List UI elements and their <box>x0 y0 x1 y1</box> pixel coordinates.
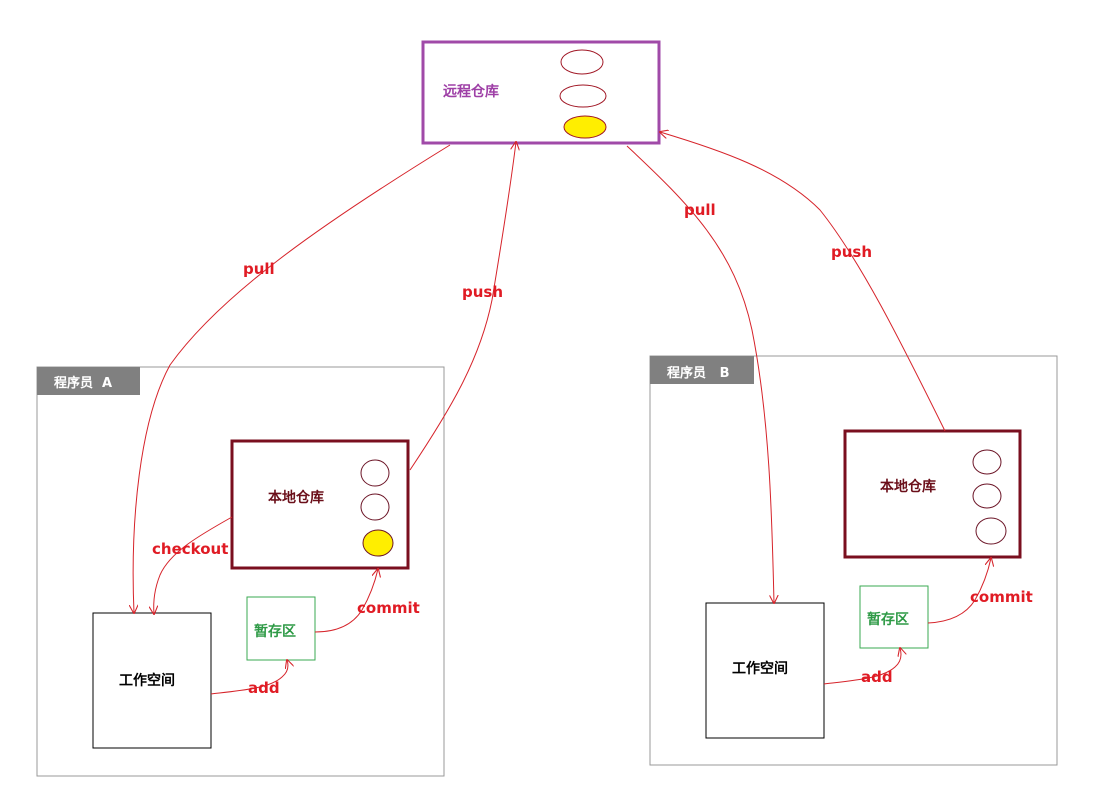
edge-b-commit-label: commit <box>970 588 1033 606</box>
local-b-commit-3 <box>975 517 1007 545</box>
local-a-commit-3 <box>362 529 394 557</box>
remote-repo-label: 远程仓库 <box>443 83 499 100</box>
staging-b <box>859 585 929 649</box>
edge-b-push <box>660 132 946 432</box>
edge-b-add-label: add <box>861 668 893 686</box>
remote-commit-1 <box>560 49 604 75</box>
workspace-a <box>92 612 212 749</box>
staging-a-label: 暂存区 <box>254 623 296 640</box>
local-repo-a-label: 本地仓库 <box>268 489 324 506</box>
local-repo-b-label: 本地仓库 <box>880 478 936 495</box>
staging-b-label: 暂存区 <box>867 611 909 628</box>
workspace-a-label: 工作空间 <box>119 672 175 689</box>
local-b-commit-2 <box>972 483 1002 509</box>
remote-commit-3 <box>563 115 607 139</box>
local-b-commit-1 <box>972 449 1002 475</box>
group-a: 程序员 A 本地仓库 暂存区 工作空间 checkout commit add … <box>36 142 516 777</box>
edge-b-commit <box>927 558 991 624</box>
staging-a <box>246 596 316 661</box>
group-b: 程序员 B 本地仓库 暂存区 工作空间 commit add pull push <box>626 132 1058 766</box>
edge-a-pull-label: pull <box>243 260 275 278</box>
local-a-commit-1 <box>360 459 390 487</box>
workspace-b-label: 工作空间 <box>732 660 788 677</box>
edge-b-push-label: push <box>831 243 872 261</box>
group-a-header-label: 程序员 A <box>54 375 112 391</box>
edge-a-pull <box>133 144 451 613</box>
remote-commit-2 <box>559 84 607 108</box>
edge-b-pull <box>626 145 774 603</box>
group-b-frame <box>649 355 1058 766</box>
workspace-b <box>705 602 825 739</box>
edge-a-push-label: push <box>462 283 503 301</box>
edge-a-push <box>409 142 516 471</box>
edge-a-add-label: add <box>248 679 280 697</box>
group-a-header <box>37 367 140 395</box>
local-a-commit-2 <box>360 493 390 521</box>
remote-repo-node: 远程仓库 <box>421 40 661 145</box>
edge-a-checkout <box>154 516 233 614</box>
edge-a-add <box>210 660 288 695</box>
group-a-frame <box>36 366 445 777</box>
edge-a-commit-label: commit <box>357 599 420 617</box>
group-b-header-label: 程序员 B <box>667 365 730 381</box>
edge-a-checkout-label: checkout <box>152 540 228 558</box>
group-b-header <box>650 356 754 384</box>
edge-b-add <box>823 648 901 685</box>
edge-b-pull-label: pull <box>684 201 716 219</box>
edge-a-commit <box>314 569 378 633</box>
